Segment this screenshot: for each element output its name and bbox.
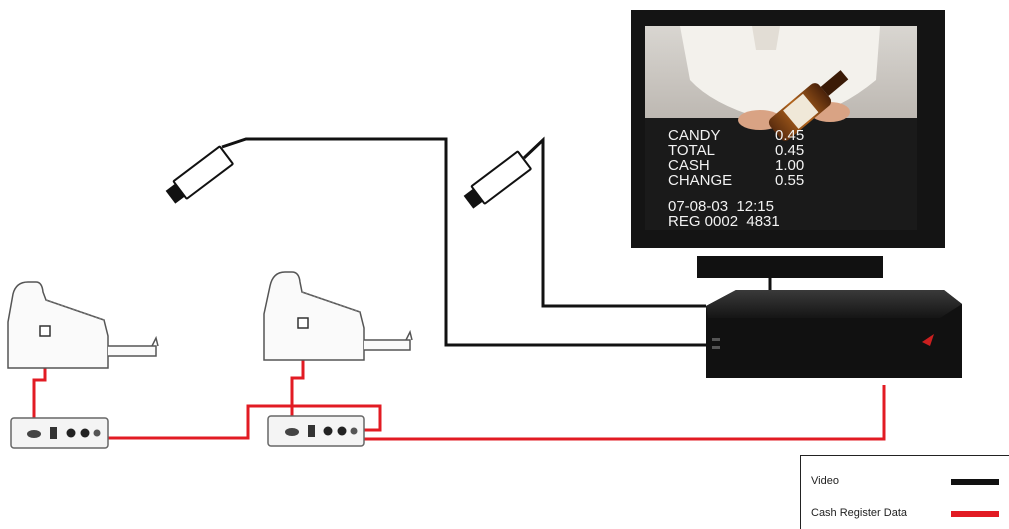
camera-icon bbox=[164, 146, 233, 206]
receipt-item-value: 1.00 bbox=[775, 158, 804, 173]
cash-register-icon bbox=[264, 272, 412, 360]
camera-icon bbox=[462, 151, 531, 211]
legend-cash-swatch bbox=[951, 511, 999, 517]
interface-box-icon bbox=[11, 418, 108, 448]
interface-box-icon bbox=[268, 416, 364, 446]
receipt-item-label: CASH bbox=[668, 158, 710, 173]
receipt-item-label: CHANGE bbox=[668, 173, 732, 188]
legend: Video Cash Register Data bbox=[800, 455, 1009, 529]
legend-video-label: Video bbox=[811, 475, 839, 487]
receipt-item-label: CANDY bbox=[668, 128, 721, 143]
receipt-item-value: 0.45 bbox=[775, 143, 804, 158]
receipt-register: REG 0002 4831 bbox=[668, 214, 780, 229]
receipt-date-time: 07-08-03 12:15 bbox=[668, 199, 774, 214]
receipt-item-label: TOTAL bbox=[668, 143, 715, 158]
legend-video-swatch bbox=[951, 479, 999, 485]
cash-register-icon bbox=[8, 282, 158, 368]
receipt-item-value: 0.55 bbox=[775, 173, 804, 188]
legend-cash-label: Cash Register Data bbox=[811, 507, 907, 519]
dvr-recorder-icon bbox=[706, 290, 962, 378]
receipt-item-value: 0.45 bbox=[775, 128, 804, 143]
data-cable-to-dvr bbox=[364, 385, 884, 439]
